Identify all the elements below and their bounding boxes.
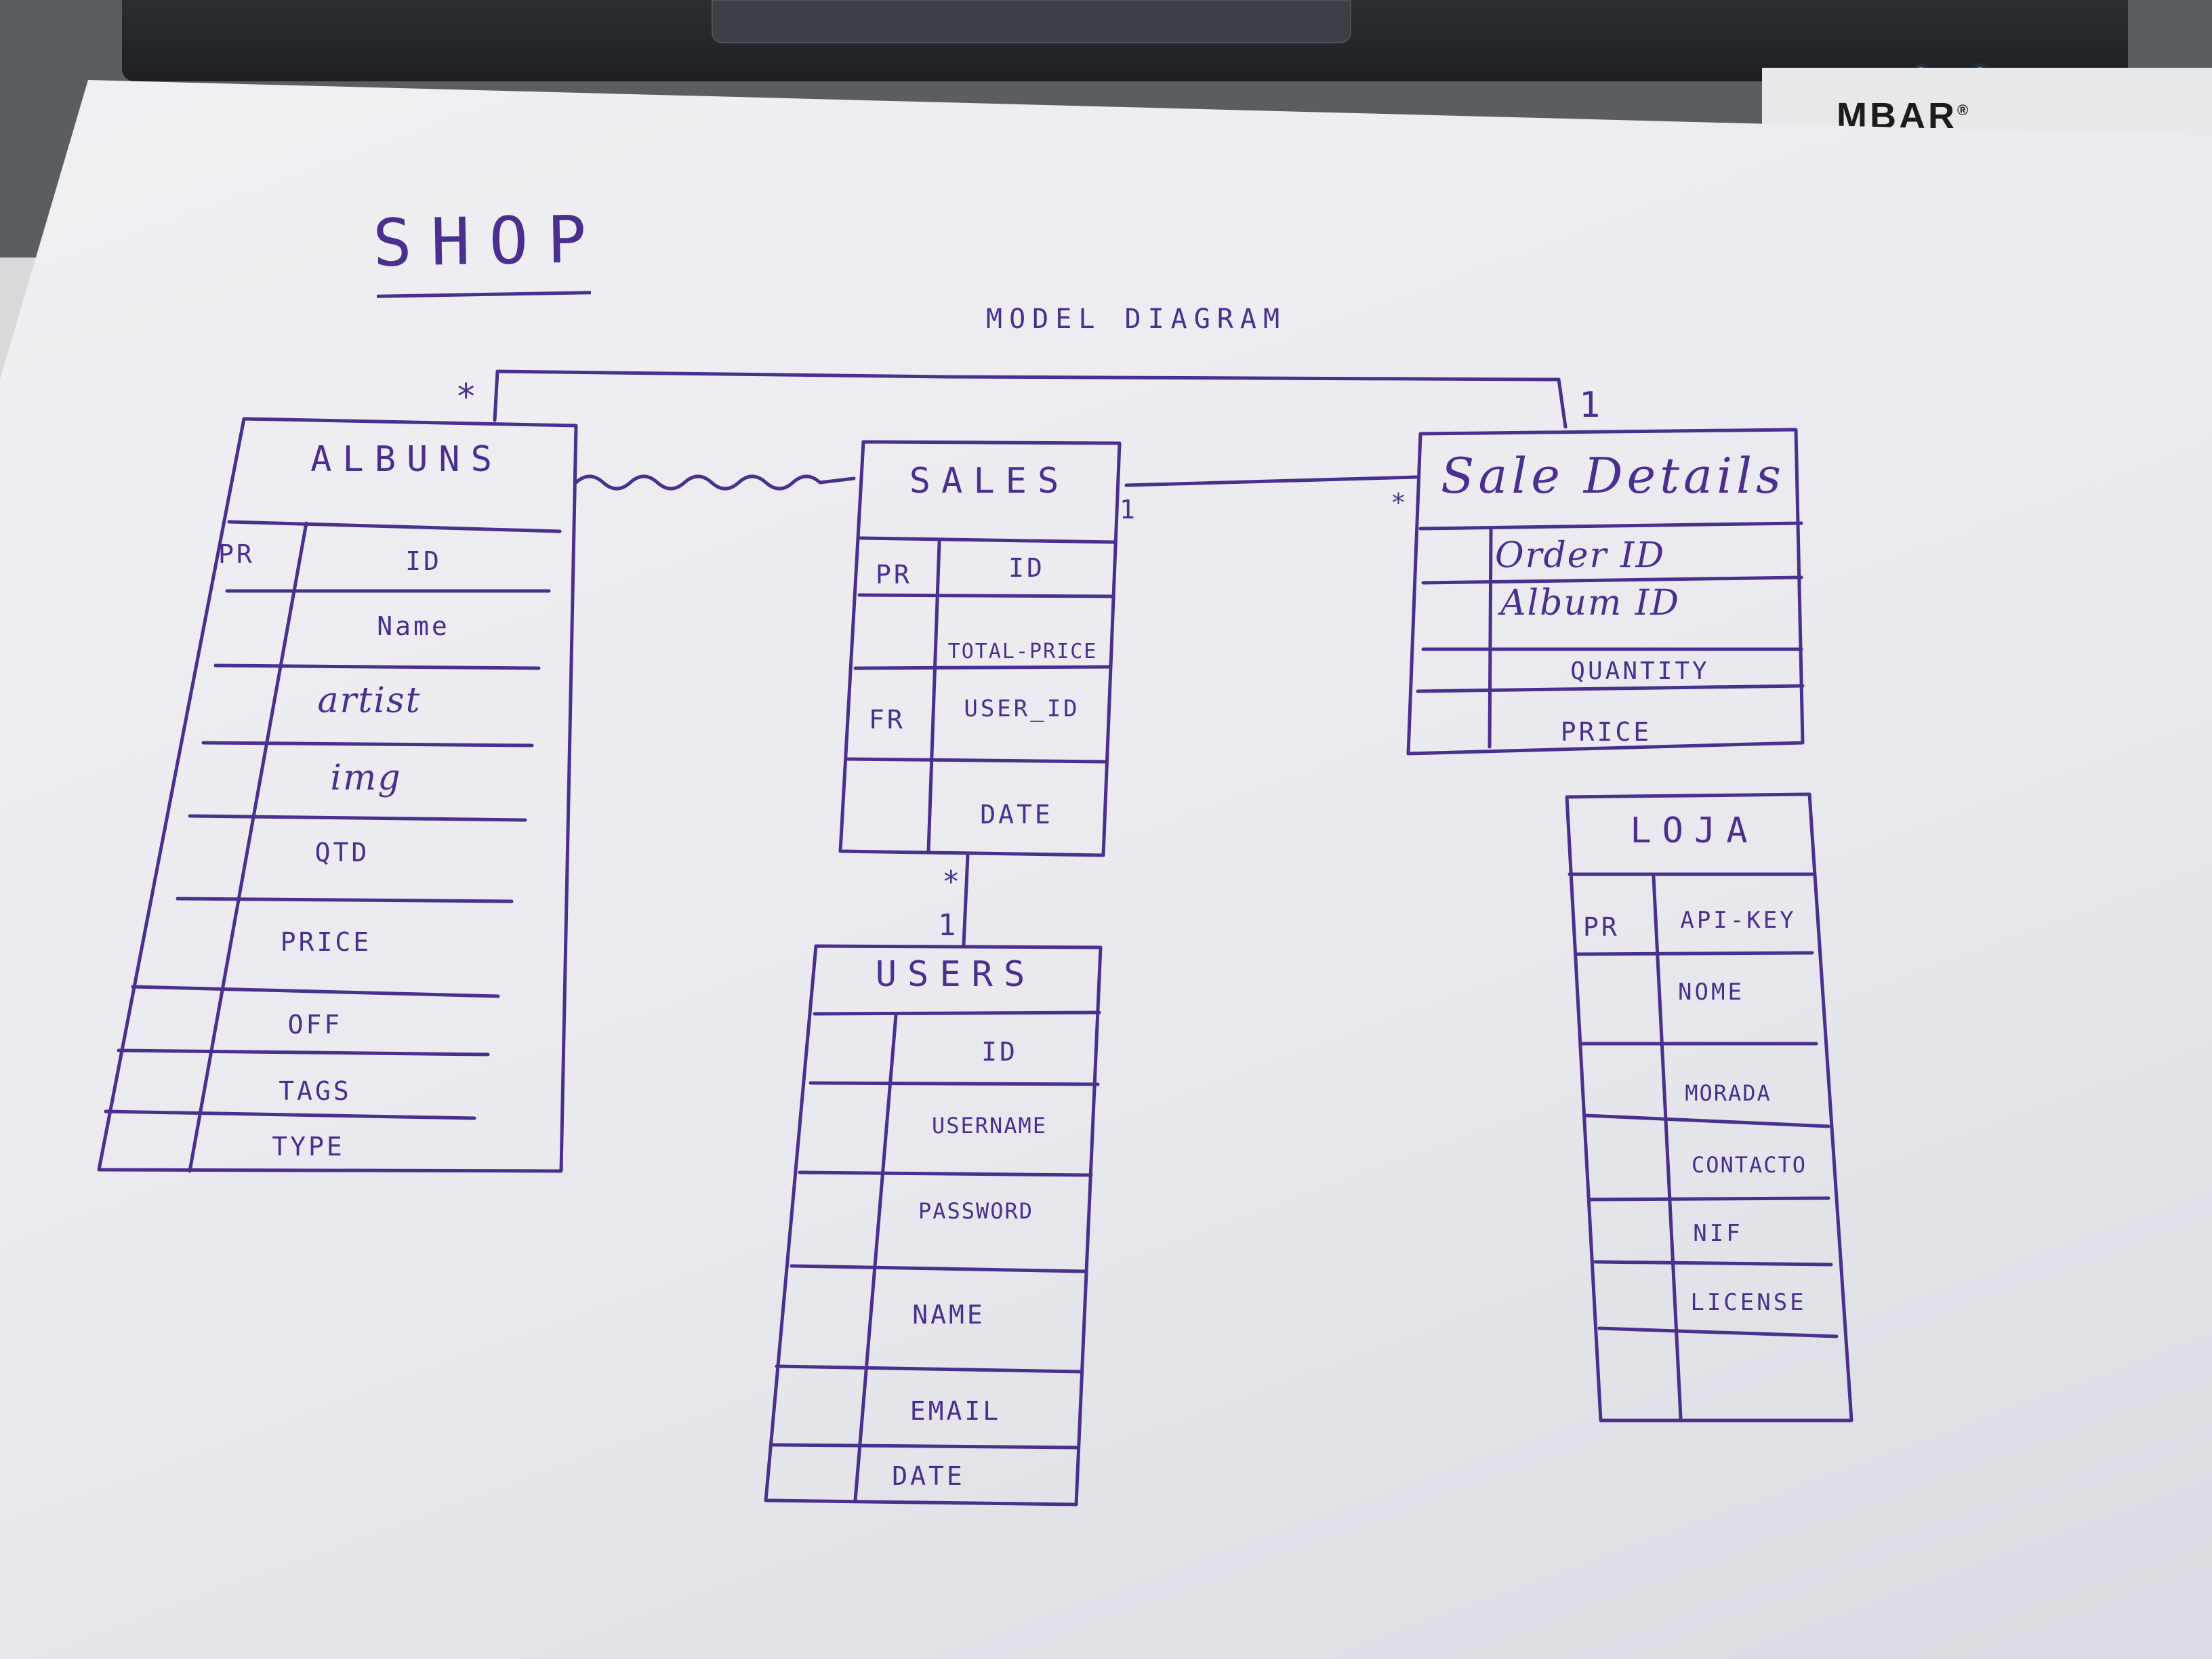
loja-field: NIF [1693,1220,1743,1247]
table-loja-name: LOJA [1630,811,1759,851]
sales-key: PR [876,560,912,590]
users-field: EMAIL [909,1396,1002,1426]
loja-field: CONTACTO [1691,1152,1807,1178]
loja-field: NOME [1678,979,1744,1006]
table-users-frame [764,944,1103,1507]
sales-field: TOTAL-PRICE [947,640,1098,663]
table-users-name: USERS [875,954,1036,995]
albums-details-relation [493,369,1568,429]
cardinality-sales-right: 1 [1120,495,1135,525]
albums-field: OFF [287,1010,343,1040]
cardinality-users-top: 1 [938,908,956,943]
sales-field: ID [1008,553,1045,583]
loja-key: PR [1583,912,1620,942]
table-albums-name: ALBUNS [310,439,503,480]
table-loja-frame [1565,792,1853,1422]
albums-field: QTD [314,838,370,867]
users-field: DATE [892,1461,965,1491]
loja-field: MORADA [1685,1080,1771,1106]
diagram-subtitle: MODEL DIAGRAM [986,304,1287,335]
cardinality-details-top: 1 [1579,385,1601,426]
table-sale-details-name: Sale Details [1441,447,1785,504]
albums-key: PR [218,539,255,569]
table-details-frame [1406,428,1805,756]
sales-users-relation [962,853,970,947]
albums-field: PRICE [280,927,372,957]
sale-details-field: Album ID [1500,583,1681,623]
table-albums-frame [97,417,578,1173]
laptop-edge [122,0,2128,81]
users-field: USERNAME [931,1113,1048,1139]
sales-field: USER_ID [964,695,1080,722]
albums-field: TAGS [279,1076,352,1106]
sale-details-field: PRICE [1560,717,1652,747]
sale-details-field: QUANTITY [1570,657,1710,685]
table-sales-frame [838,440,1122,857]
sale-details-field: Order ID [1495,535,1666,576]
albums-field: img [330,758,402,798]
users-field: PASSWORD [918,1198,1034,1224]
sales-details-relation [1124,475,1418,487]
albums-field: artist [317,680,422,721]
sales-field: DATE [980,800,1053,830]
users-field: ID [981,1037,1018,1067]
cardinality-details-left: * [1391,488,1406,518]
albums-field: TYPE [272,1132,345,1162]
loja-field: API-KEY [1680,907,1797,934]
cardinality-sales-bottom: * [942,865,960,899]
sales-key: FR [869,705,905,735]
relationship-lines [493,369,1568,947]
table-sales-name: SALES [909,461,1070,501]
loja-field: LICENSE [1690,1289,1807,1316]
albums-field: Name [377,611,450,641]
users-field: NAME [912,1300,985,1330]
albums-field: ID [405,546,442,576]
cardinality-albums-top: * [455,377,477,417]
albums-sales-relation [574,474,856,491]
laptop-trackpad [712,0,1351,43]
